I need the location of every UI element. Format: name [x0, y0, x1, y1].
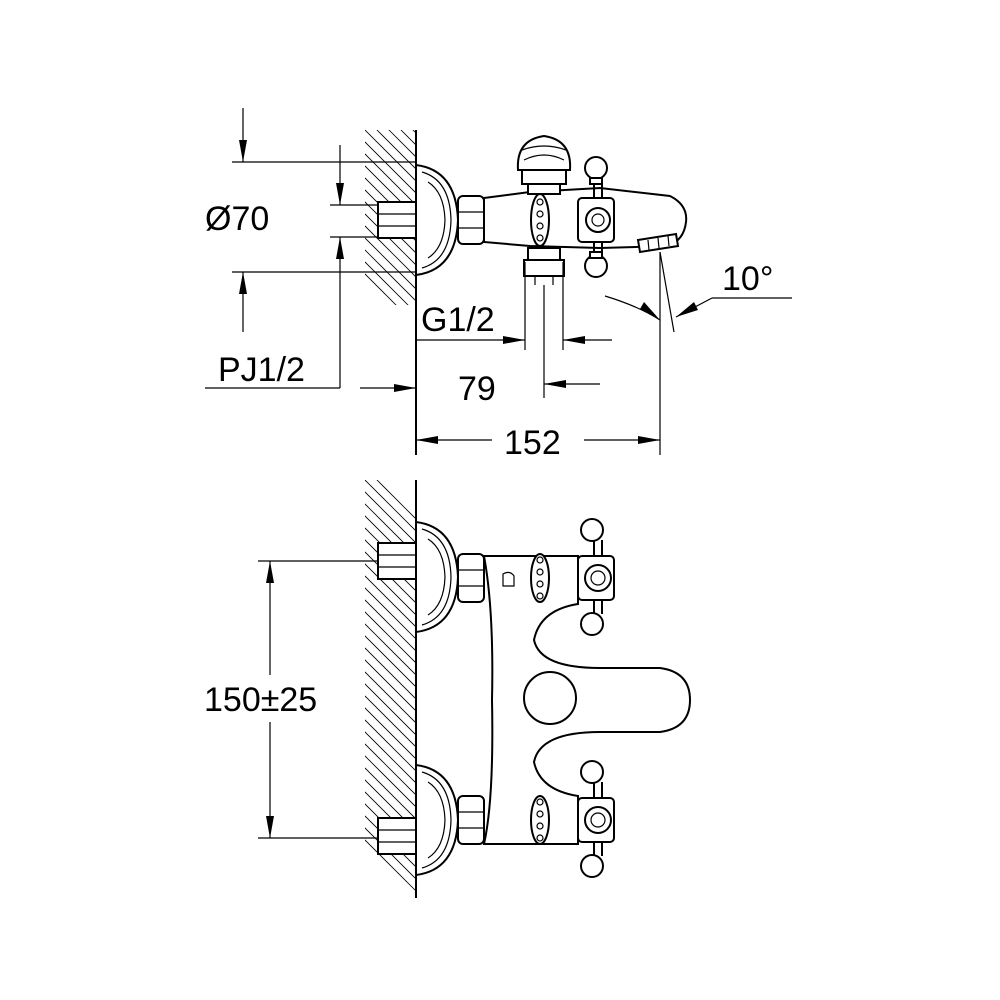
- body-ring-lower: [530, 795, 550, 845]
- inlet-fitting-top: [377, 201, 417, 239]
- cross-handle-lower: [577, 760, 615, 878]
- rosette-upper: [415, 520, 460, 634]
- outlet-distance-label: 79: [458, 370, 496, 408]
- inlet-thread-label: PJ1/2: [218, 351, 305, 389]
- rosette-lower: [415, 763, 460, 877]
- cross-handle-side: [577, 156, 615, 278]
- dimensions-bottom: [258, 560, 378, 839]
- outlet-connection: [527, 247, 561, 261]
- nut-top: [457, 195, 485, 245]
- rosette-top: [415, 163, 460, 277]
- side-view: [365, 130, 688, 455]
- diverter-knob: [516, 134, 572, 171]
- outlet-thread-label: G1/2: [421, 301, 495, 339]
- body-ring-upper: [530, 553, 550, 603]
- center-outlet: [523, 671, 577, 725]
- inlet-spacing-label: 150±25: [204, 681, 317, 719]
- spout-angle-label: 10°: [722, 260, 773, 298]
- mixer-body-front: [482, 555, 692, 845]
- front-view: [365, 480, 692, 898]
- nut-upper: [457, 553, 485, 603]
- total-depth-label: 152: [504, 424, 561, 462]
- inlet-fitting-upper: [377, 542, 417, 580]
- dimensions-top: [205, 108, 792, 455]
- inlet-fitting-lower: [377, 817, 417, 855]
- body-ring-side: [530, 193, 550, 247]
- nut-lower: [457, 795, 485, 845]
- diameter-label: Ø70: [205, 200, 269, 238]
- cross-handle-upper: [577, 518, 615, 636]
